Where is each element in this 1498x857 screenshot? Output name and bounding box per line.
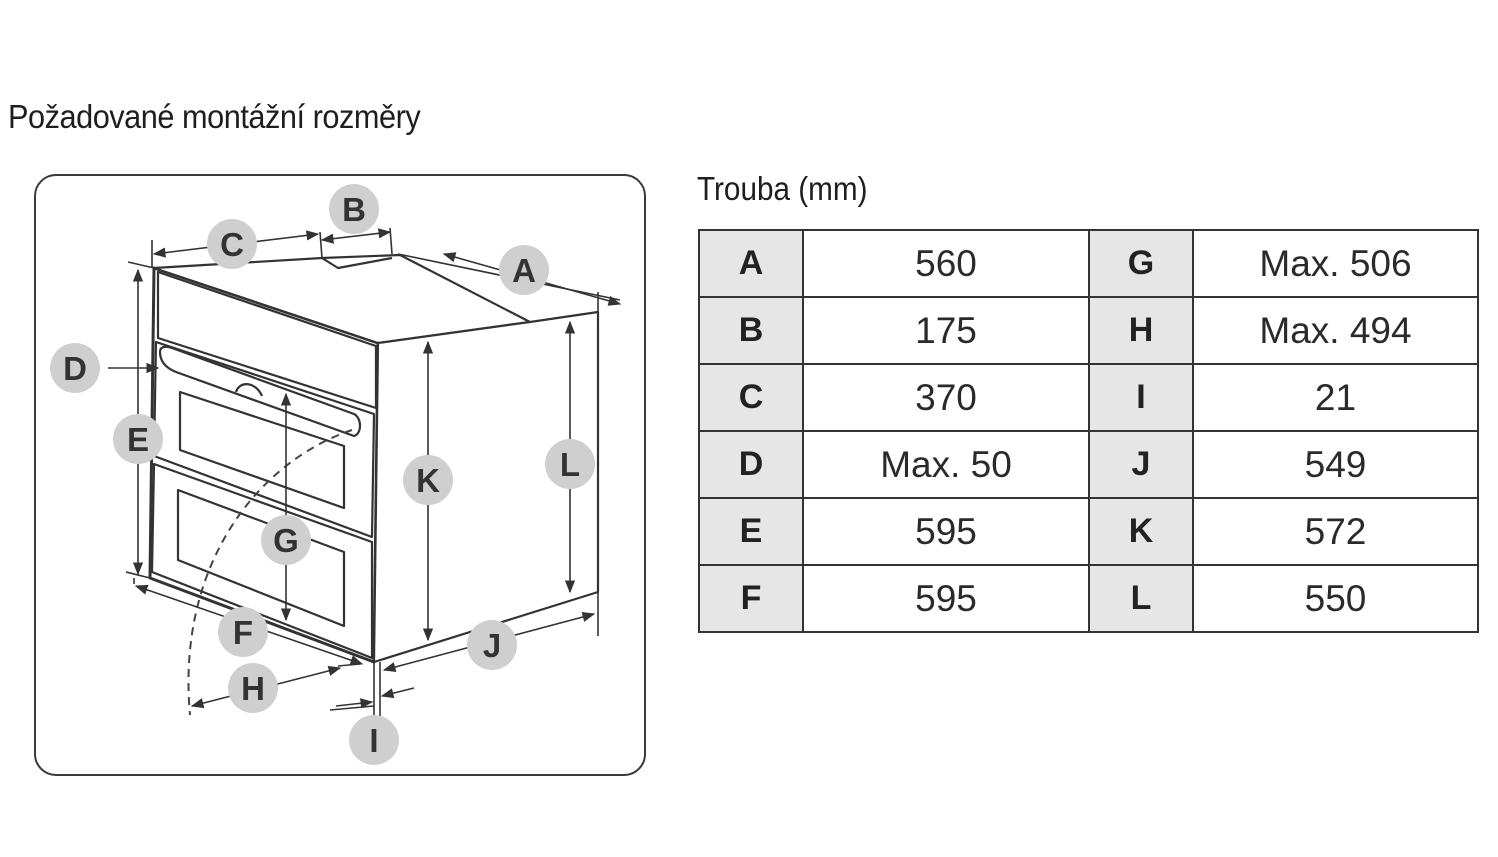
- label-E: E: [113, 414, 163, 464]
- dimension-value: 560: [802, 229, 1090, 298]
- dimension-key: C: [698, 363, 804, 432]
- dimension-key: J: [1088, 430, 1194, 499]
- svg-text:I: I: [369, 722, 378, 759]
- page-title: Požadované montážní rozměry: [8, 98, 421, 135]
- svg-text:J: J: [483, 627, 501, 664]
- svg-text:B: B: [342, 191, 366, 228]
- dimension-key: A: [698, 229, 804, 298]
- svg-text:K: K: [416, 462, 440, 499]
- label-J: J: [467, 620, 517, 670]
- svg-text:C: C: [220, 226, 244, 263]
- table-row: D Max. 50 J 549: [698, 430, 1479, 499]
- dimension-key: H: [1088, 296, 1194, 365]
- dimension-value: Max. 50: [802, 430, 1090, 499]
- dimension-value: 175: [802, 296, 1090, 365]
- label-L: L: [545, 439, 595, 489]
- table-row: A 560 G Max. 506: [698, 229, 1479, 298]
- label-F: F: [218, 607, 268, 657]
- table-row: E 595 K 572: [698, 497, 1479, 566]
- table-row: B 175 H Max. 494: [698, 296, 1479, 365]
- table-row: C 370 I 21: [698, 363, 1479, 432]
- table-row: F 595 L 550: [698, 564, 1479, 633]
- label-I: I: [349, 715, 399, 765]
- table-title: Trouba (mm): [697, 170, 868, 207]
- svg-text:G: G: [273, 522, 299, 559]
- dimension-key: D: [698, 430, 804, 499]
- dimension-value: Max. 494: [1192, 296, 1479, 365]
- svg-text:A: A: [512, 252, 536, 289]
- label-B: B: [329, 184, 379, 234]
- dimension-key: L: [1088, 564, 1194, 633]
- svg-text:L: L: [560, 446, 580, 483]
- dimension-value: 549: [1192, 430, 1479, 499]
- svg-text:E: E: [127, 421, 149, 458]
- label-K: K: [403, 455, 453, 505]
- dimension-value: Max. 506: [1192, 229, 1479, 298]
- dimension-key: K: [1088, 497, 1194, 566]
- svg-text:D: D: [63, 350, 87, 387]
- label-C: C: [207, 219, 257, 269]
- dimension-key: B: [698, 296, 804, 365]
- dimension-key: I: [1088, 363, 1194, 432]
- dimension-value: 550: [1192, 564, 1479, 633]
- label-D: D: [50, 343, 100, 393]
- dimension-value: 572: [1192, 497, 1479, 566]
- dimension-key: F: [698, 564, 804, 633]
- label-H: H: [228, 663, 278, 713]
- svg-text:H: H: [241, 670, 265, 707]
- dimension-value: 595: [802, 497, 1090, 566]
- label-G: G: [261, 515, 311, 565]
- dimensions-table: A 560 G Max. 506 B 175 H Max. 494 C 370 …: [698, 229, 1479, 633]
- oven-body: [148, 253, 600, 664]
- svg-text:F: F: [233, 614, 253, 651]
- dimension-key: G: [1088, 229, 1194, 298]
- dimension-value: 370: [802, 363, 1090, 432]
- dimension-value: 21: [1192, 363, 1479, 432]
- dimension-key: E: [698, 497, 804, 566]
- dimension-value: 595: [802, 564, 1090, 633]
- label-A: A: [499, 245, 549, 295]
